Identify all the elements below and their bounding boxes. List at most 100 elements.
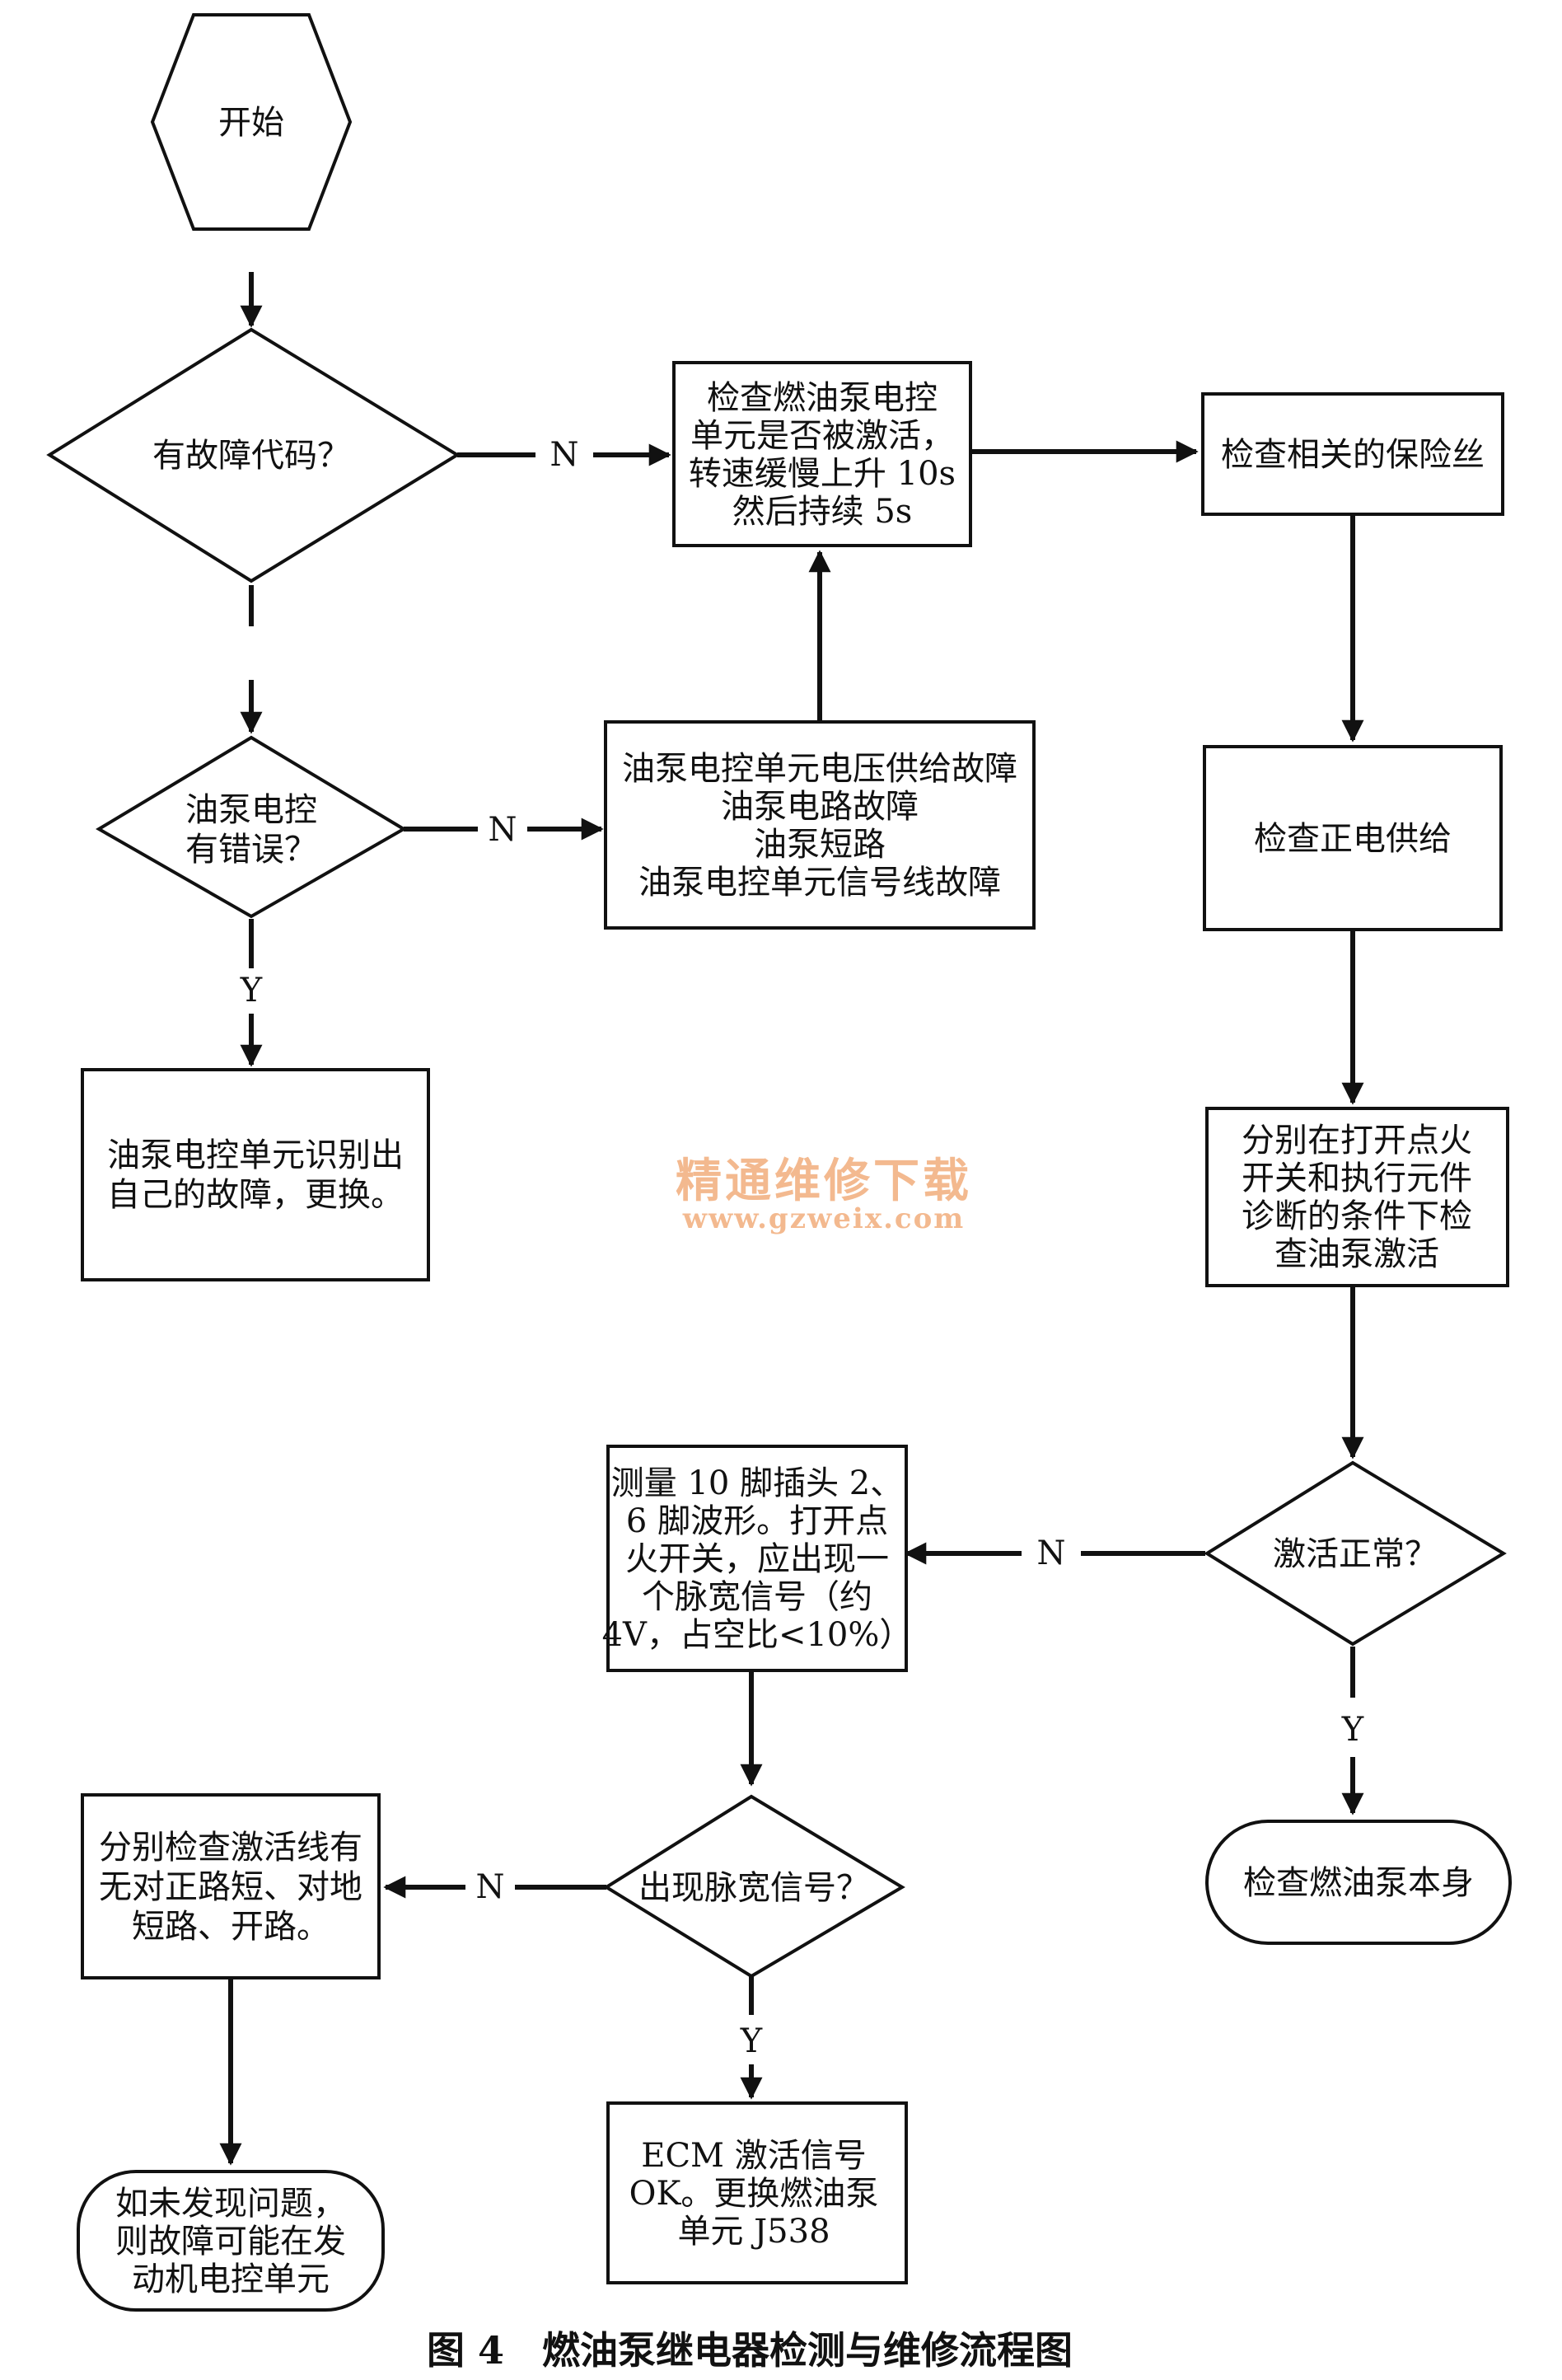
- edges: [219, 272, 1364, 2166]
- node-check-under-conditions-text: 分别在打开点火开关和执行元件诊断的条件下检查油泵激活: [1242, 1122, 1472, 1273]
- node-text-line: 6 脚波形。打开点: [626, 1502, 888, 1540]
- node-q-activation-ok-shape: [1204, 1460, 1507, 1647]
- node-replace-ecu-shape: [81, 1068, 430, 1281]
- node-text-line: 测量 10 脚插头 2、: [611, 1464, 904, 1502]
- node-q-fault-code-shape: [46, 327, 461, 583]
- node-text-line: 开关和执行元件: [1242, 1160, 1472, 1197]
- edge-labels: N N Y N Y N Y: [240, 436, 1364, 2060]
- node-check-fuse-text: 检查相关的保险丝: [1221, 436, 1485, 474]
- node-check-power-shape: [1203, 745, 1503, 931]
- node-check-activation-shape: [672, 361, 972, 547]
- node-text-line: 单元 J538: [677, 2213, 830, 2251]
- node-text-line: 转速缓慢上升 10s: [689, 455, 956, 493]
- node-text-line: 查油泵激活: [1274, 1235, 1439, 1273]
- node-text-line: 分别在打开点火: [1242, 1122, 1472, 1160]
- node-check-wires: 分别检查激活线有无对正路短、对地短路、开路。: [81, 1793, 381, 1979]
- node-text-line: 个脉宽信号（约: [642, 1578, 872, 1616]
- node-text-line: 检查燃油泵电控: [707, 379, 938, 417]
- node-faults-list: 油泵电控单元电压供给故障油泵电路故障油泵短路油泵电控单元信号线故障: [604, 720, 1036, 930]
- label-activation-n: N: [1037, 1534, 1066, 1572]
- node-text-line: 分别检查激活线有: [99, 1829, 362, 1867]
- node-text-line: 油泵电路故障: [721, 788, 919, 826]
- node-check-under-conditions-shape: [1205, 1107, 1509, 1287]
- node-text-line: 检查正电供给: [1254, 820, 1452, 858]
- node-q-pwm-signal-text: 出现脉宽信号？: [638, 1869, 869, 1907]
- node-q-fault-code: 有故障代码？: [46, 327, 461, 583]
- node-check-power: 检查正电供给: [1203, 745, 1503, 931]
- node-text-line: 然后持续 5s: [732, 493, 913, 531]
- node-q-pwm-signal: 出现脉宽信号？: [603, 1794, 905, 1979]
- node-text-line: ECM 激活信号: [641, 2137, 866, 2175]
- label-fault-code-n: N: [550, 436, 579, 474]
- watermark-title: 精通维修下载: [676, 1154, 972, 1208]
- node-check-power-text: 检查正电供给: [1254, 820, 1452, 858]
- node-start: 开始: [150, 13, 353, 231]
- watermark: 精通维修下载 www.gzweix.com: [676, 1154, 972, 1235]
- node-text-line: 诊断的条件下检: [1242, 1197, 1472, 1235]
- node-q-fault-code-text: 有故障代码？: [152, 437, 350, 475]
- node-check-wires-text: 分别检查激活线有无对正路短、对地短路、开路。: [99, 1829, 362, 1946]
- node-text-line: 油泵电控单元识别出: [107, 1136, 404, 1174]
- node-check-pump-itself: 检查燃油泵本身: [1205, 1820, 1512, 1945]
- label-activation-y: Y: [1341, 1711, 1364, 1749]
- node-q-pwm-signal-shape: [603, 1794, 905, 1979]
- node-text-line: 有故障代码？: [152, 437, 350, 475]
- node-q-pump-ecu-error: 油泵电控有错误？: [96, 735, 407, 919]
- node-engine-ecu-shape: [77, 2170, 385, 2312]
- node-text-line: 油泵短路: [754, 826, 886, 864]
- node-text-line: 有错误？: [185, 831, 317, 869]
- node-start-shape: [150, 13, 353, 231]
- node-check-pump-itself-text: 检查燃油泵本身: [1243, 1864, 1474, 1902]
- node-check-fuse-shape: [1201, 392, 1504, 516]
- node-check-wires-shape: [81, 1793, 381, 1979]
- node-q-activation-ok-text: 激活正常？: [1273, 1535, 1438, 1573]
- node-measure-pin-shape: [606, 1445, 908, 1672]
- node-text-line: 4V，占空比<10%）: [602, 1616, 913, 1654]
- node-q-pump-ecu-error-shape: [96, 735, 407, 919]
- node-faults-list-shape: [604, 720, 1036, 930]
- node-engine-ecu-text: 如未发现问题，则故障可能在发动机电控单元: [115, 2185, 346, 2298]
- label-pump-error-y: Y: [240, 972, 263, 1010]
- label-pump-error-n: N: [489, 811, 517, 849]
- node-replace-ecu: 油泵电控单元识别出自己的故障，更换。: [81, 1068, 430, 1281]
- node-start-text: 开始: [218, 104, 284, 142]
- node-engine-ecu: 如未发现问题，则故障可能在发动机电控单元: [77, 2170, 385, 2312]
- node-text-line: 油泵电控单元信号线故障: [638, 864, 1001, 902]
- node-text-line: 自己的故障，更换。: [107, 1176, 404, 1214]
- node-q-activation-ok: 激活正常？: [1204, 1460, 1507, 1647]
- node-text-line: 激活正常？: [1273, 1535, 1438, 1573]
- node-text-line: 油泵电控: [185, 791, 317, 829]
- node-text-line: 动机电控单元: [132, 2261, 330, 2298]
- watermark-url: www.gzweix.com: [682, 1202, 966, 1235]
- node-text-line: 短路、开路。: [132, 1908, 330, 1946]
- node-text-line: 单元是否被激活，: [690, 417, 954, 455]
- node-text-line: 则故障可能在发: [115, 2223, 346, 2261]
- node-text-line: 开始: [218, 104, 284, 142]
- node-text-line: 油泵电控单元电压供给故障: [622, 750, 1017, 788]
- node-text-line: 如未发现问题，: [115, 2185, 346, 2223]
- node-text-line: 出现脉宽信号？: [638, 1869, 869, 1907]
- node-ecm-ok-shape: [606, 2101, 908, 2284]
- node-text-line: OK。更换燃油泵: [629, 2175, 879, 2213]
- figure-caption: 图 4 燃油泵继电器检测与维修流程图: [427, 2328, 1073, 2373]
- node-text-line: 火开关，应出现一: [625, 1540, 889, 1578]
- node-check-pump-itself-shape: [1205, 1820, 1512, 1945]
- label-pwm-n: N: [476, 1868, 505, 1906]
- node-faults-list-text: 油泵电控单元电压供给故障油泵电路故障油泵短路油泵电控单元信号线故障: [622, 750, 1017, 902]
- node-replace-ecu-text: 油泵电控单元识别出自己的故障，更换。: [107, 1136, 404, 1214]
- node-text-line: 检查相关的保险丝: [1221, 436, 1485, 474]
- node-check-under-conditions: 分别在打开点火开关和执行元件诊断的条件下检查油泵激活: [1205, 1107, 1509, 1287]
- node-q-pump-ecu-error-text: 油泵电控有错误？: [185, 791, 317, 869]
- node-text-line: 检查燃油泵本身: [1243, 1864, 1474, 1902]
- node-text-line: 无对正路短、对地: [99, 1868, 362, 1906]
- node-check-fuse: 检查相关的保险丝: [1201, 392, 1504, 516]
- label-pwm-y: Y: [740, 2022, 763, 2060]
